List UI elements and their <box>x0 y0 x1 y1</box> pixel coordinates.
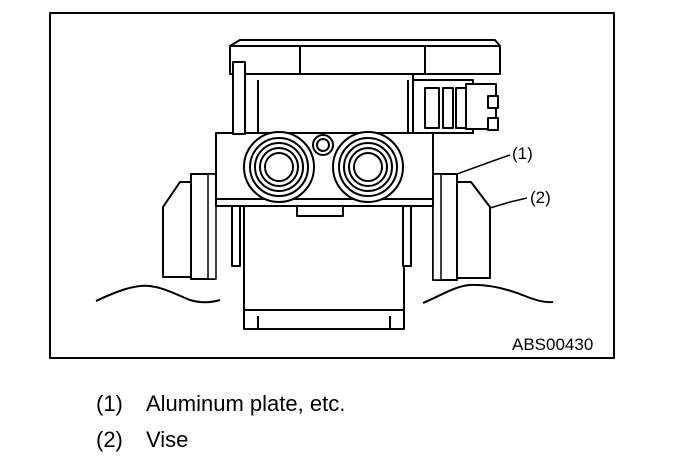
legend-text: Aluminum plate, etc. <box>146 391 346 416</box>
figure-frame <box>49 12 615 359</box>
legend-text: Vise <box>146 427 189 452</box>
ground-curve-right <box>422 283 554 304</box>
figure-code: ABS00430 <box>512 335 593 354</box>
leader-line-1 <box>456 154 511 175</box>
callout-2: (2) <box>530 188 551 207</box>
abs-connector <box>412 79 499 134</box>
hydraulic-port-right <box>332 131 404 203</box>
legend-item-vise: (2) Vise <box>96 427 188 453</box>
legend-number: (1) <box>96 391 123 416</box>
vise-right-jaw <box>432 173 491 281</box>
abs-control-unit <box>229 39 501 135</box>
ground-curve-left <box>95 284 221 304</box>
legend-number: (2) <box>96 427 123 452</box>
hydraulic-port-left <box>243 131 315 203</box>
center-port <box>312 134 334 156</box>
vise-left-jaw <box>162 173 217 280</box>
leader-line-2 <box>489 197 528 209</box>
legend-item-aluminum-plate: (1) Aluminum plate, etc. <box>96 391 345 417</box>
callout-1: (1) <box>512 144 533 163</box>
abs-lower-housing <box>243 203 405 330</box>
diagram-figure: (1) (2) ABS00430 <box>49 12 615 359</box>
